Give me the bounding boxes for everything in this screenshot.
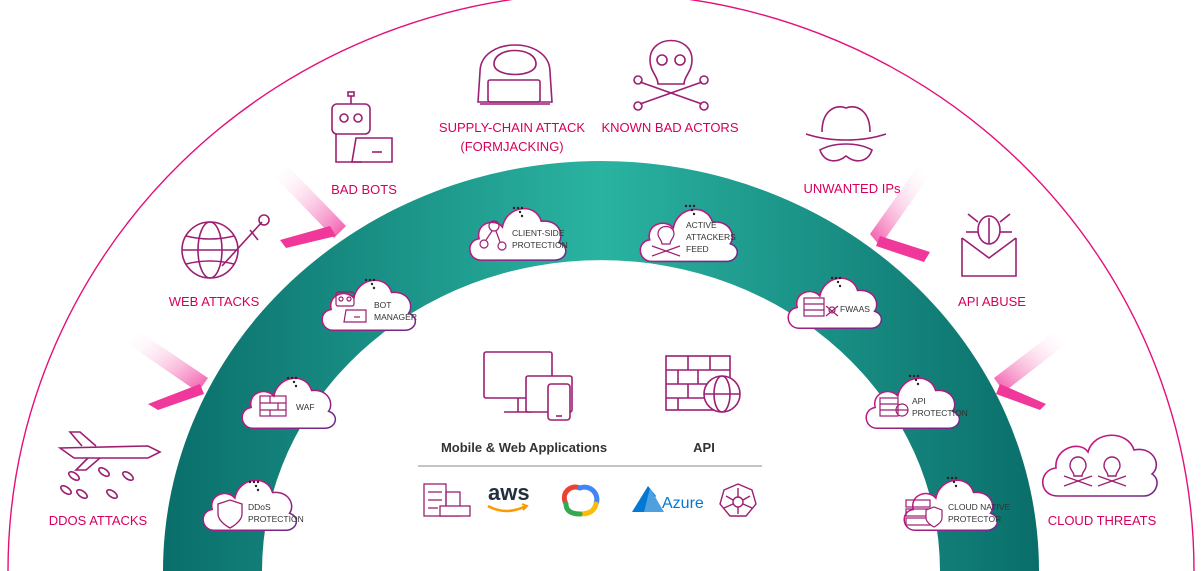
protection-ring: [163, 161, 1039, 571]
globe-sword-icon: [181, 214, 270, 279]
azure-logo: Azure: [632, 486, 704, 512]
hooded-hacker-icon: [477, 44, 553, 105]
cloud-label-bot-1: BOT: [374, 300, 391, 310]
cloud-label-client-2: PROTECTION: [512, 240, 568, 250]
api-globe-icon: [665, 355, 741, 413]
skull-icon: [651, 225, 681, 257]
google-cloud-icon: [562, 484, 600, 517]
label-mobile-web-applications: Mobile & Web Applications: [441, 440, 607, 455]
threat-label-cloud-threats: CLOUD THREATS: [1048, 513, 1157, 528]
aws-logo: aws: [487, 480, 530, 513]
logo-dots-icon: [946, 476, 958, 488]
outer-arc: [7, 0, 1195, 571]
cloud-fwaas[interactable]: FWAAS: [787, 276, 883, 330]
cloud-label-ddos-1: DDoS: [248, 502, 271, 512]
api-firewall-icon: [879, 397, 909, 417]
cloud-skulls-icon: [1042, 434, 1158, 497]
skull-crossbones-icon: [633, 39, 709, 111]
cloud-label-cloud-native-2: PROTECTOR: [948, 514, 1001, 524]
kubernetes-icon: [719, 483, 757, 517]
logo-dots-icon: [286, 376, 298, 388]
azure-wordmark: Azure: [662, 495, 704, 512]
cloud-label-cloud-native-1: CLOUD NATIVE: [948, 502, 1011, 512]
logo-dots-icon: [830, 276, 842, 288]
aws-wordmark: aws: [488, 480, 530, 505]
threat-label-api-abuse: API ABUSE: [958, 294, 1026, 309]
cloud-client-side-protection[interactable]: CLIENT-SIDE PROTECTION: [469, 206, 568, 261]
cloud-label-client-1: CLIENT-SIDE: [512, 228, 565, 238]
logo-dots-icon: [364, 278, 376, 290]
cloud-label-waf: WAF: [296, 402, 315, 412]
cloud-ddos-protection[interactable]: DDoS PROTECTION: [202, 479, 304, 531]
cloud-label-api-1: API: [912, 396, 926, 406]
attack-beams-right: [870, 166, 1066, 410]
logo-dots-icon: [248, 480, 260, 492]
network-icon: [479, 220, 507, 251]
cloud-label-fwaas: FWAAS: [840, 304, 870, 314]
robot-laptop-icon: [331, 91, 393, 163]
firewall-network-icon: [803, 297, 839, 317]
server-shield-icon: [905, 499, 943, 528]
bug-envelope-icon: [961, 213, 1017, 277]
cloud-label-active-1: ACTIVE: [686, 220, 717, 230]
firewall-icon: [259, 395, 287, 417]
datacenter-icon: [423, 483, 471, 517]
logo-dots-icon: [684, 204, 696, 216]
threat-label-supply-chain: SUPPLY-CHAIN ATTACK: [439, 120, 585, 135]
attack-beams-left: [128, 164, 346, 410]
cloud-active-attackers-feed[interactable]: ACTIVE ATTACKERS FEED: [639, 204, 739, 263]
threat-label-unwanted-ips: UNWANTED IPs: [803, 181, 901, 196]
threat-label-bots: BAD BOTS: [331, 182, 397, 197]
cloud-label-active-2: ATTACKERS: [686, 232, 736, 242]
cloud-waf[interactable]: WAF: [241, 376, 337, 430]
fedora-mask-icon: [805, 106, 887, 162]
logo-dots-icon: [908, 374, 920, 386]
threat-label-ddos: DDOS ATTACKS: [49, 513, 148, 528]
cloud-api-protection[interactable]: API PROTECTION: [865, 374, 968, 430]
threat-label-formjacking: (FORMJACKING): [460, 139, 563, 154]
jet-bomber-icon: [57, 431, 162, 500]
threat-label-bad-actors: KNOWN BAD ACTORS: [601, 120, 738, 135]
cloud-label-ddos-2: PROTECTION: [248, 514, 304, 524]
cloud-bot-manager[interactable]: BOT MANAGER: [321, 278, 417, 332]
threat-label-web: WEB ATTACKS: [169, 294, 260, 309]
cloud-label-active-3: FEED: [686, 244, 709, 254]
cloud-label-bot-2: MANAGER: [374, 312, 417, 322]
label-api: API: [693, 440, 715, 455]
devices-icon: [483, 351, 573, 421]
cloud-cloud-native-protector[interactable]: CLOUD NATIVE PROTECTOR: [903, 476, 1011, 532]
robot-icon: [335, 291, 367, 323]
cloud-label-api-2: PROTECTION: [912, 408, 968, 418]
shield-icon: [217, 499, 243, 529]
logo-dots-icon: [512, 206, 524, 218]
